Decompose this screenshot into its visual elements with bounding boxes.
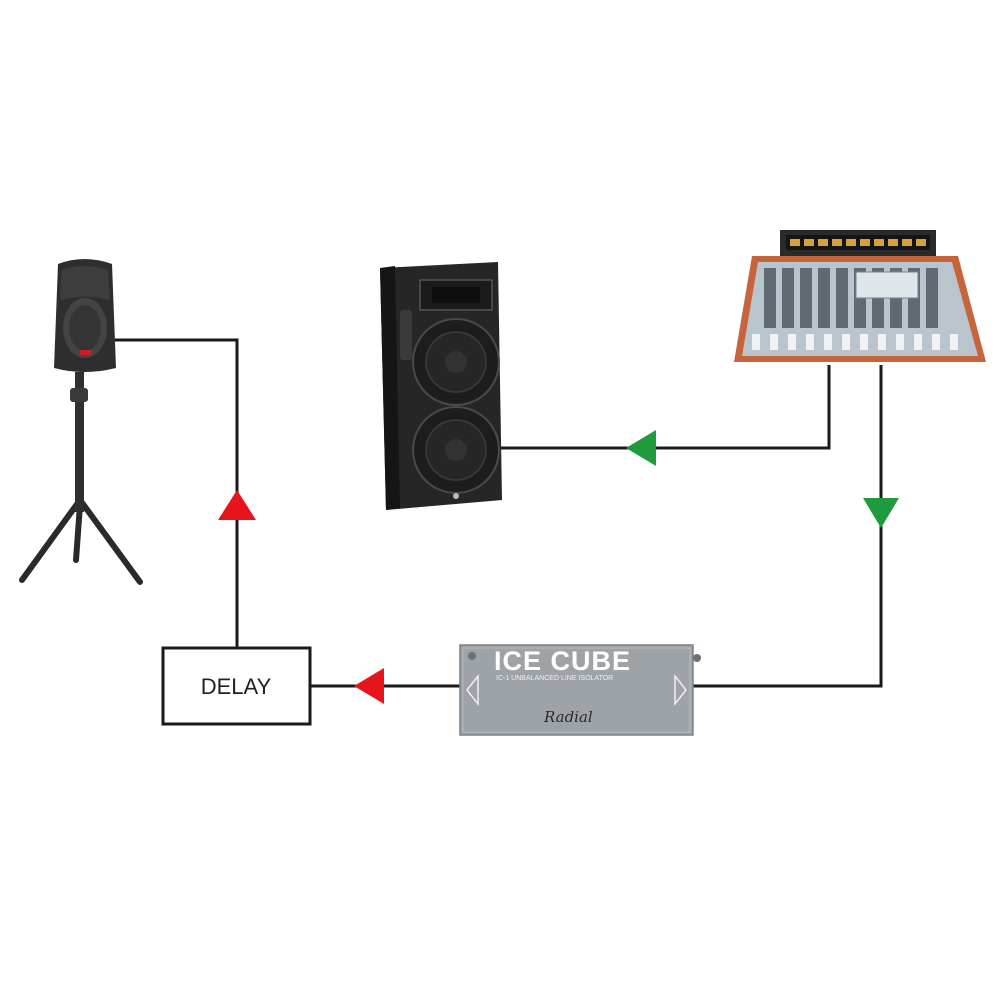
cable-delay-to-stand-speaker: [114, 338, 239, 648]
cables: [114, 338, 883, 688]
delay-label: DELAY: [201, 674, 272, 699]
main-speaker-icon: [380, 262, 502, 510]
arrow-down-to-ice-cube-icon: [863, 498, 899, 528]
arrow-up-to-stand-speaker-icon: [218, 490, 256, 520]
mixing-console-icon: [734, 230, 986, 362]
delay-box: DELAY: [161, 646, 312, 726]
arrow-to-delay-icon: [354, 668, 384, 704]
ice-cube-title: ICE CUBE: [494, 646, 631, 676]
cable-mixer-to-ice-cube: [693, 365, 883, 688]
ice-cube-box: ICE CUBE IC-1 UNBALANCED LINE ISOLATOR R…: [459, 644, 701, 736]
stand-speaker-icon: [19, 259, 143, 585]
ice-cube-subtitle: IC-1 UNBALANCED LINE ISOLATOR: [496, 675, 613, 682]
arrow-to-main-speaker-icon: [626, 430, 656, 466]
ice-cube-brand: Radial: [543, 708, 593, 726]
cable-mixer-to-main-speaker: [500, 365, 831, 450]
